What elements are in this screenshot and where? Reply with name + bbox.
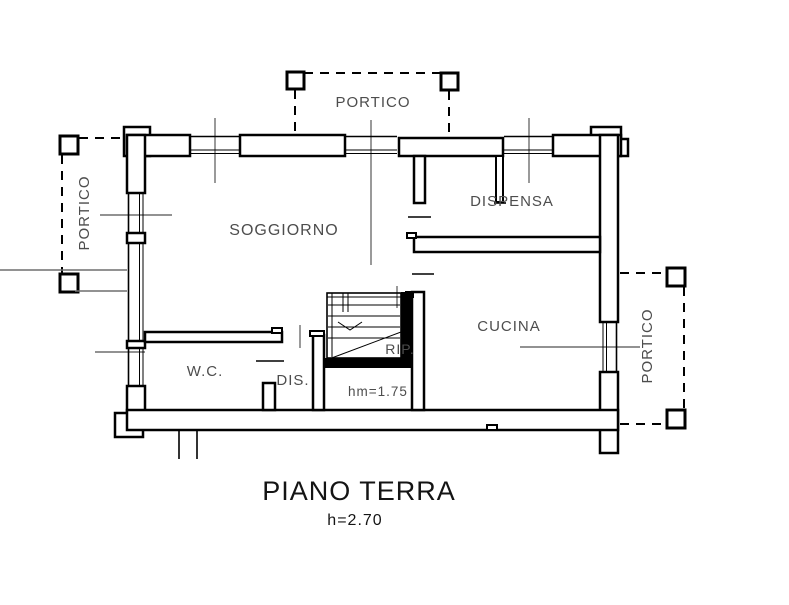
portico-top-label: PORTICO — [335, 94, 410, 111]
window-symbol — [190, 135, 240, 154]
portico-right-label: PORTICO — [639, 308, 656, 383]
wall-segment — [412, 235, 602, 254]
door-leaf — [495, 155, 504, 203]
door-jamb — [309, 330, 325, 337]
window-symbol — [127, 193, 144, 233]
window-symbol — [504, 135, 553, 154]
room-label-rip: RIP. — [385, 341, 414, 357]
entry-steps — [178, 424, 498, 459]
stair-direction-arrow — [337, 321, 363, 331]
wall-segment — [143, 330, 284, 344]
stair-wall — [323, 358, 412, 368]
portico-left-label: PORTICO — [76, 175, 93, 250]
wall-segment — [412, 154, 427, 205]
wall-segment — [261, 381, 277, 412]
room-label-cucina: CUCINA — [477, 318, 541, 335]
plan-height-note: h=2.70 — [327, 512, 382, 529]
wall-segment — [125, 231, 147, 245]
window-symbol — [127, 243, 144, 341]
room-label-soggiorno: SOGGIORNO — [229, 222, 338, 239]
portico-pillar — [439, 71, 460, 92]
exterior-walls — [125, 133, 623, 455]
room-labels: SOGGIORNO DISPENSA CUCINA W.C. DIS. RIP.… — [187, 193, 554, 399]
windows — [127, 135, 618, 386]
room-label-dispensa: DISPENSA — [470, 193, 554, 210]
door-jamb — [406, 232, 417, 239]
window-symbol — [602, 322, 618, 372]
portico-right: PORTICO — [620, 266, 687, 430]
portico-pillar — [58, 272, 80, 294]
stair-outline — [326, 292, 402, 359]
wall-segment — [125, 133, 147, 195]
room-label-wc: W.C. — [187, 363, 224, 380]
wall-segment — [311, 333, 326, 412]
wall-notch — [486, 424, 498, 431]
door-jamb — [271, 327, 283, 334]
interior-walls — [143, 154, 602, 412]
portico-pillar — [665, 408, 687, 430]
room-label-dis: DIS. — [276, 372, 309, 389]
plan-title: PIANO TERRA — [262, 476, 456, 506]
entry-door-leaf — [494, 155, 506, 204]
stair-height-annotation: hm=1.75 — [348, 384, 408, 399]
title-block: PIANO TERRA h=2.70 — [262, 476, 456, 529]
wall-segment — [598, 133, 620, 324]
entry-door-threshold — [397, 136, 505, 158]
stair-cut-line — [328, 328, 410, 360]
wall-segment — [238, 133, 347, 158]
window-symbol — [345, 135, 397, 154]
portico-pillar — [285, 70, 306, 91]
portico-left: PORTICO — [58, 134, 126, 294]
door-markers — [256, 216, 434, 362]
portico-top: PORTICO — [285, 70, 460, 134]
portico-pillar — [665, 266, 687, 288]
wall-segment — [125, 384, 147, 414]
portico-pillar — [58, 134, 80, 156]
window-symbol — [127, 348, 144, 386]
staircase — [323, 292, 412, 368]
wall-segment — [125, 408, 620, 432]
wall-segment — [125, 339, 147, 350]
